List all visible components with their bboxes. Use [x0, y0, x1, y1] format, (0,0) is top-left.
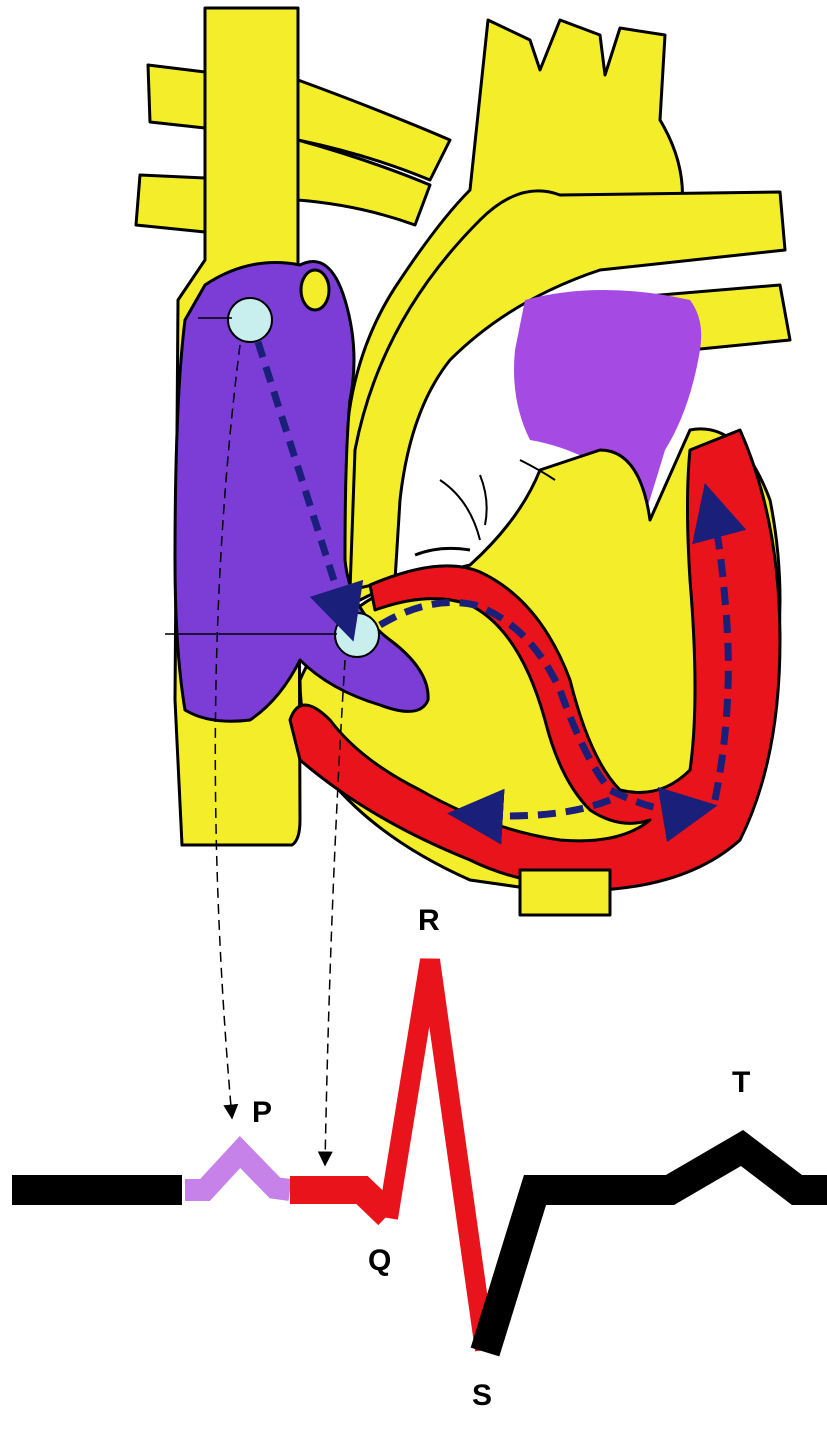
inferior-vessel [520, 870, 610, 915]
left-branch-lower [136, 175, 205, 232]
valve-line-3 [440, 480, 480, 540]
ecg-trace: P Q R S T [12, 904, 827, 1412]
valve-line-1 [415, 548, 470, 555]
ecg-label-q: Q [368, 1244, 391, 1277]
av-node-icon [335, 613, 379, 657]
ecg-pr-segment [290, 1190, 388, 1215]
left-branch-upper [148, 65, 205, 128]
ecg-label-t: T [732, 1066, 750, 1099]
sa-node-icon [228, 298, 272, 342]
ecg-qrs-complex [388, 960, 485, 1350]
heart [136, 8, 790, 915]
ecg-p-wave [185, 1152, 290, 1190]
valve-line-4 [480, 475, 487, 525]
vessel-opening [301, 270, 329, 310]
ecg-st-return [485, 1148, 827, 1352]
ecg-label-s: S [472, 1379, 492, 1412]
ecg-label-r: R [418, 904, 440, 937]
ecg-label-p: P [252, 1096, 272, 1129]
